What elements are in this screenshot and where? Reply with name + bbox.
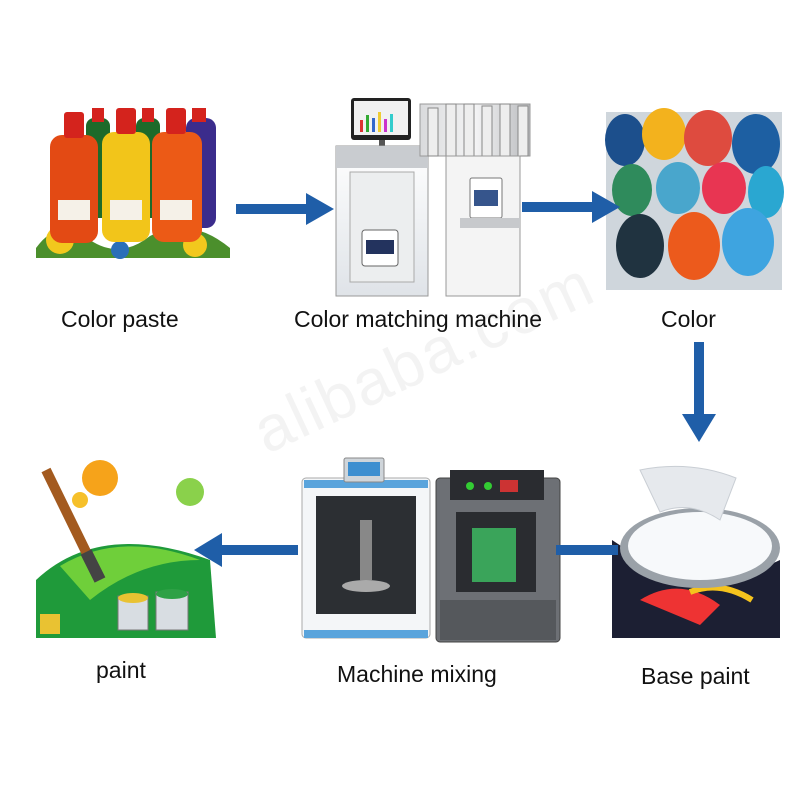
paint-splash-image [36,460,216,638]
color-cups-image [605,108,784,290]
base-paint-can-image [612,462,780,638]
label-color-matching-machine: Color matching machine [294,306,543,332]
arrow-color-to-base [682,342,716,442]
paint-bottles-image [36,108,230,259]
label-machine-mixing: Machine mixing [337,661,497,687]
label-color-paste: Color paste [61,306,179,332]
arrow-paste-to-machine [236,193,334,225]
label-color: Color [661,306,716,332]
mixing-machines-image [301,457,561,643]
arrow-mixing-to-paint [194,533,298,567]
tinting-machine-image [335,98,531,297]
arrow-base-to-mixing [556,545,618,555]
label-paint: paint [96,657,146,683]
arrow-machine-to-color [522,191,620,223]
label-base-paint: Base paint [641,663,750,689]
